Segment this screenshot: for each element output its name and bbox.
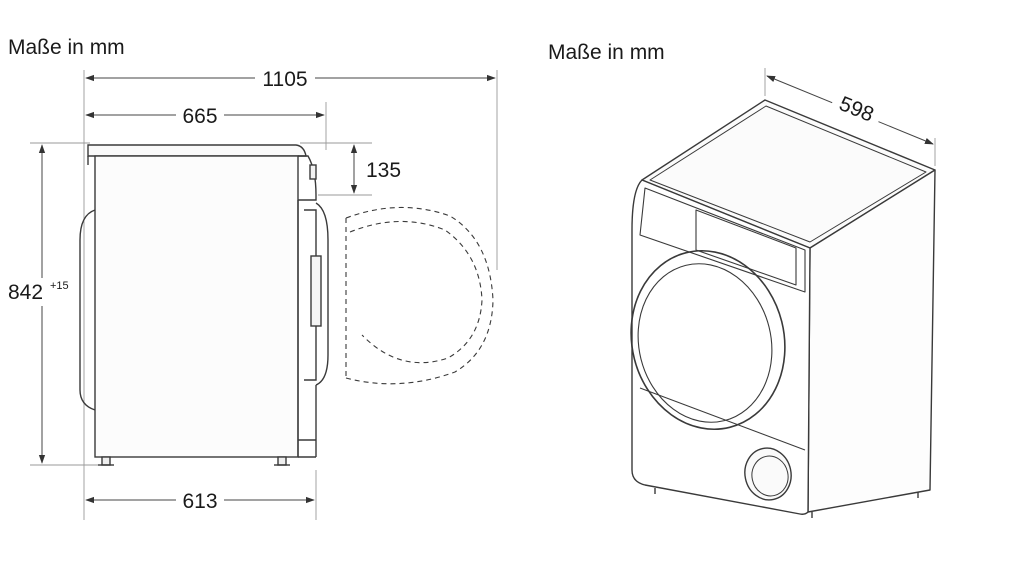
foot-front — [277, 456, 287, 466]
door-swing-inner — [349, 220, 483, 364]
front-face — [631, 179, 811, 515]
display-area — [695, 209, 797, 286]
door-hinge — [310, 255, 322, 327]
door-outer — [630, 249, 786, 431]
dim-613: 613 — [182, 490, 217, 513]
perspective-view — [630, 68, 936, 518]
top-lid — [87, 144, 307, 157]
side-view-labels: 1105 665 135 842 +15 613 — [6, 66, 401, 513]
dim-1105: 1105 — [262, 68, 307, 91]
panel-knob — [309, 164, 317, 180]
side-body — [94, 155, 299, 458]
dim-665: 665 — [182, 105, 217, 128]
dim-135: 135 — [366, 159, 401, 182]
door-side — [315, 202, 329, 386]
dim-842-tolerance: +15 — [50, 280, 69, 292]
right-view-title: Maße in mm — [548, 41, 665, 64]
side-view — [30, 70, 498, 520]
back-bulge — [79, 209, 96, 411]
control-panel-front — [639, 187, 806, 293]
perspective-view-labels: 598 — [829, 87, 885, 129]
door-swing-outer — [345, 206, 494, 385]
door-inner — [637, 263, 773, 423]
left-view-title: Maße in mm — [8, 36, 125, 59]
foot-rear — [101, 456, 111, 466]
dim-842: 842 — [8, 281, 43, 304]
service-flap — [744, 447, 792, 501]
